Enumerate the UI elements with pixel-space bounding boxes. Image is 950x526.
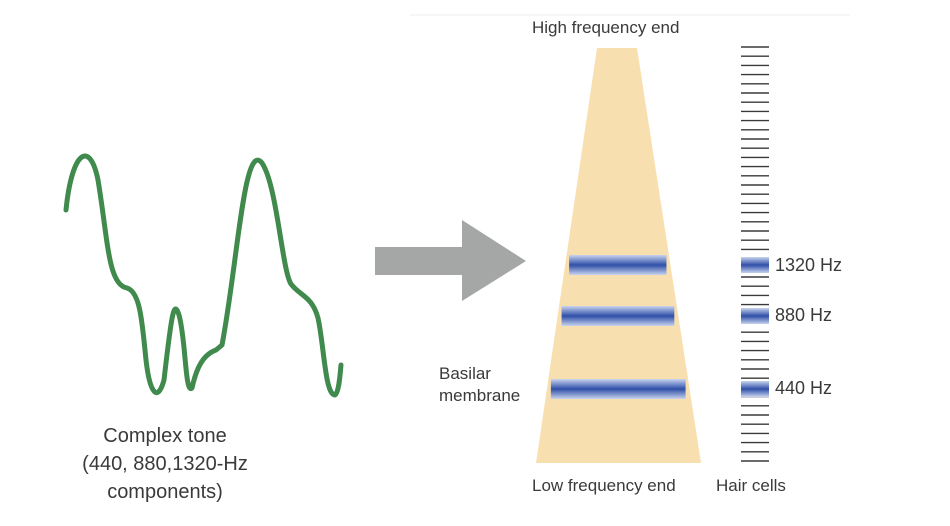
direction-arrow	[375, 220, 526, 301]
frequency-label-440: 440 Hz	[775, 378, 833, 398]
complex-tone-caption-line-3: components)	[107, 481, 223, 503]
hair-cells-column	[741, 46, 769, 462]
high-frequency-end-label: High frequency end	[532, 18, 680, 37]
frequency-bands	[550, 255, 686, 399]
complex-tone-caption-line-2: (440, 880,1320-Hz	[82, 453, 248, 475]
low-frequency-end-label: Low frequency end	[532, 476, 676, 495]
frequency-label-1320: 1320 Hz	[775, 255, 843, 275]
membrane-band-440	[550, 379, 686, 399]
basilar-membrane-label: Basilar membrane	[439, 363, 520, 407]
active-hair-cell-1320	[741, 257, 769, 273]
complex-tone-caption: Complex tone (440, 880,1320-Hz component…	[58, 422, 272, 506]
active-hair-cell-440	[741, 381, 769, 397]
basilar-label-line-2: membrane	[439, 386, 521, 405]
membrane-band-880	[561, 306, 675, 326]
basilar-label-line-1: Basilar	[439, 364, 491, 383]
hair-cells-label: Hair cells	[716, 476, 786, 495]
complex-tone-waveform	[63, 153, 344, 398]
active-hair-cell-880	[741, 308, 769, 324]
frequency-label-880: 880 Hz	[775, 305, 833, 325]
complex-tone-caption-line-1: Complex tone	[103, 425, 227, 447]
membrane-band-1320	[569, 255, 667, 275]
